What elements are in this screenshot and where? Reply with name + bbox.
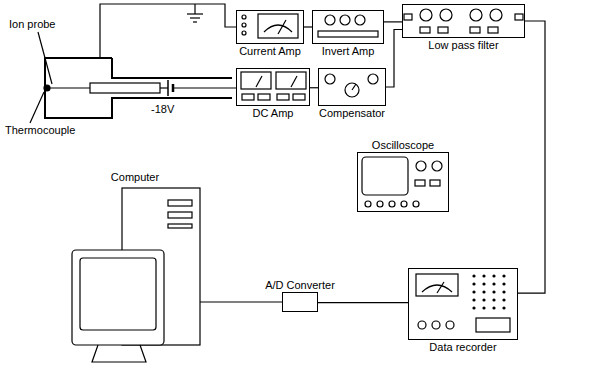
- ground-wire: [100, 4, 236, 58]
- signal-wire: [386, 30, 402, 88]
- key-dot: [482, 298, 485, 301]
- invert-amp-panel: [318, 15, 378, 37]
- key-dot: [502, 298, 505, 301]
- device-label: Computer: [110, 171, 160, 183]
- key-dot: [502, 274, 505, 277]
- part-label: Thermocouple: [4, 124, 76, 136]
- device-label: Current Amp: [238, 45, 302, 57]
- key-dot: [482, 290, 485, 293]
- oscilloscope-panel: [362, 157, 442, 207]
- key-dot: [492, 298, 495, 301]
- key-dot: [472, 290, 475, 293]
- filter-box: Low pass filter: [402, 4, 525, 38]
- key-dot: [482, 306, 485, 309]
- device-label: Compensator: [318, 107, 386, 119]
- leader-line: [38, 32, 52, 84]
- amplifier-box: Invert Amp: [312, 10, 384, 44]
- converter-box: A/D Converter: [282, 292, 318, 312]
- key-dot: [502, 282, 505, 285]
- oscilloscope-box: Oscilloscope: [357, 152, 449, 212]
- key-dot: [482, 274, 485, 277]
- key-dot: [472, 298, 475, 301]
- compensator-box: Compensator: [318, 68, 386, 106]
- current-amp-panel: [242, 14, 298, 38]
- signal-wire: [310, 87, 318, 88]
- device-label: Invert Amp: [321, 45, 376, 57]
- key-dot: [492, 290, 495, 293]
- key-dot: [502, 290, 505, 293]
- key-dot: [472, 306, 475, 309]
- signal-wire: [384, 21, 402, 22]
- device-label: Low pass filter: [427, 39, 499, 51]
- battery-symbol: [160, 80, 236, 96]
- key-dot: [492, 282, 495, 285]
- amplifier-box: DC Amp: [236, 68, 310, 106]
- key-dot: [472, 282, 475, 285]
- dc-amp-panel: [241, 72, 306, 100]
- key-dot: [482, 282, 485, 285]
- computer-illustration: [72, 188, 200, 362]
- key-dot: [502, 306, 505, 309]
- amplifier-box: Current Amp: [236, 10, 304, 44]
- signal-wire: [200, 301, 282, 302]
- device-label: A/D Converter: [264, 279, 336, 291]
- voltage-label: -18V: [150, 103, 175, 115]
- filter-panel: [404, 9, 523, 33]
- leader-line: [30, 92, 44, 123]
- part-label: Ion probe: [8, 18, 56, 30]
- recorder-box: Data recorder: [408, 268, 518, 340]
- signal-wire: [318, 302, 408, 303]
- device-label: Oscilloscope: [371, 139, 435, 151]
- key-dot: [492, 274, 495, 277]
- compensator-panel: [325, 74, 378, 97]
- key-dot: [492, 306, 495, 309]
- device-label: Data recorder: [428, 341, 497, 353]
- computer-node: Computer: [70, 185, 200, 365]
- device-label: DC Amp: [252, 107, 295, 119]
- key-dot: [472, 274, 475, 277]
- data-recorder-panel: [416, 274, 510, 332]
- signal-wire: [304, 26, 312, 27]
- signal-wire: [518, 21, 545, 293]
